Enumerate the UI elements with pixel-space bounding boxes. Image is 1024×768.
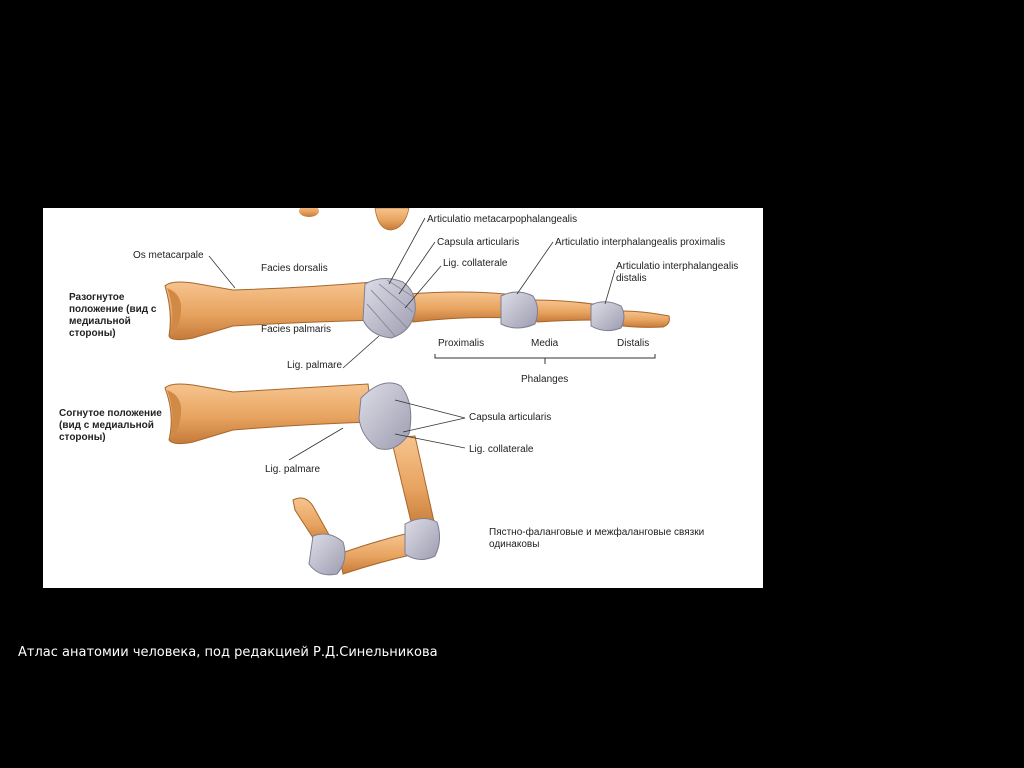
distal-phalanx-top — [620, 310, 670, 328]
metacarpal-bone-bottom — [164, 383, 374, 445]
label-lig-collaterale-top: Lig. collaterale — [443, 258, 508, 269]
label-facies-palmaris: Facies palmaris — [261, 324, 332, 335]
slide-caption: Атлас анатомии человека, под редакцией Р… — [18, 645, 438, 660]
label-lig-palmare-top: Lig. palmare — [287, 360, 343, 371]
label-lig-collaterale-bottom: Lig. collaterale — [469, 444, 534, 455]
label-note: Пястно-фаланговые и межфаланговые связки… — [489, 527, 705, 550]
label-phalanges: Phalanges — [521, 374, 569, 385]
label-facies-dorsalis: Facies dorsalis — [261, 263, 328, 274]
label-capsula-top: Capsula articularis — [437, 237, 520, 248]
label-media: Media — [531, 338, 559, 349]
label-articulatio-ip-proximalis: Articulatio interphalangealis proximalis — [555, 237, 726, 248]
bone-fragment-right — [374, 208, 410, 231]
label-articulatio-ip-distalis: Articulatio interphalangealis distalis — [616, 261, 739, 284]
label-os-metacarpale: Os metacarpale — [133, 250, 204, 261]
finger-joints-illustration — [164, 208, 670, 576]
label-proximalis: Proximalis — [438, 338, 485, 349]
metacarpal-base-face-top — [167, 288, 182, 335]
middle-phalanx-top — [532, 299, 599, 323]
pip-capsule-top — [500, 291, 539, 329]
label-extended-position: Разогнутое положение (вид с медиальной с… — [69, 292, 157, 339]
bone-fragment-left — [299, 208, 319, 217]
mcp-capsule-bottom — [358, 382, 412, 450]
leader-lines-bottom — [288, 399, 466, 461]
dip-capsule-top — [590, 301, 625, 332]
middle-phalanx-bottom — [338, 533, 416, 575]
label-flexed-position: Согнутое положение (вид с медиальной сто… — [59, 408, 162, 443]
mcp-capsule-fibers — [366, 279, 416, 337]
label-lig-palmare-bottom: Lig. palmare — [265, 464, 321, 475]
proximal-phalanx-top — [407, 291, 514, 323]
pip-capsule-bottom — [404, 518, 441, 560]
metacarpal-bone-top — [164, 281, 379, 341]
label-capsula-bottom: Capsula articularis — [469, 412, 552, 423]
metacarpal-base-face-bottom — [167, 390, 182, 439]
proximal-phalanx-bottom — [390, 435, 436, 531]
leader-lines-top — [208, 217, 616, 369]
label-articulatio-mcp: Articulatio metacarpophalangealis — [427, 214, 578, 225]
dip-capsule-bottom — [308, 533, 346, 576]
anatomy-figure: Articulatio metacarpophalangealis Capsul… — [43, 208, 763, 588]
label-distalis: Distalis — [617, 338, 650, 349]
phalanges-bracket — [434, 354, 656, 364]
